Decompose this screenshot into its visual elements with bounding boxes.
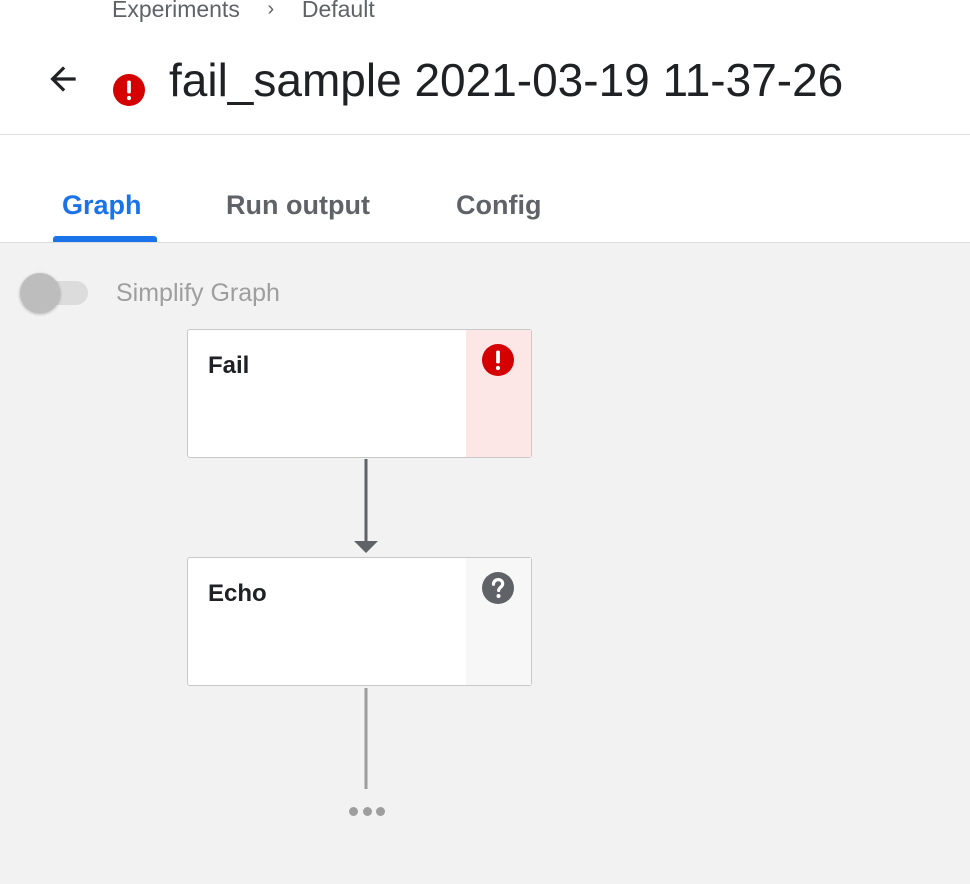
help-icon xyxy=(482,572,514,604)
more-nodes-indicator[interactable] xyxy=(349,804,385,818)
graph-canvas: Simplify Graph Fail Echo xyxy=(0,243,970,884)
simplify-graph-toggle[interactable] xyxy=(20,273,90,313)
edge-arrowhead xyxy=(354,541,378,553)
node-status-failed xyxy=(466,330,531,457)
breadcrumb: Experiments › Default xyxy=(112,0,375,24)
error-icon xyxy=(482,344,514,376)
breadcrumb-default[interactable]: Default xyxy=(301,0,375,22)
graph-edges xyxy=(354,459,378,789)
tab-config[interactable]: Config xyxy=(456,190,542,220)
node-status-unknown xyxy=(466,558,531,685)
more-dot xyxy=(349,806,358,816)
toggle-thumb xyxy=(20,273,60,313)
more-dot xyxy=(362,806,372,816)
graph-node-fail[interactable]: Fail xyxy=(187,329,532,458)
simplify-graph-label: Simplify Graph xyxy=(116,279,280,307)
page-header: Experiments › Default fail_sample 2021-0… xyxy=(0,0,970,135)
chevron-right-icon: › xyxy=(267,0,275,20)
tab-run-output[interactable]: Run output xyxy=(226,190,370,220)
error-icon xyxy=(113,74,145,106)
more-dot xyxy=(376,806,385,816)
arrow-back-icon xyxy=(50,66,76,92)
tab-bar: Graph Run output Config xyxy=(0,135,970,243)
node-label: Fail xyxy=(208,352,250,379)
back-button[interactable] xyxy=(40,56,86,102)
page-title: fail_sample 2021-03-19 11-37-26 xyxy=(169,54,844,106)
breadcrumb-experiments[interactable]: Experiments xyxy=(112,0,240,22)
node-label: Echo xyxy=(208,580,267,607)
graph-node-echo[interactable]: Echo xyxy=(187,557,532,686)
tab-graph[interactable]: Graph xyxy=(62,190,142,220)
active-tab-indicator xyxy=(53,236,157,242)
